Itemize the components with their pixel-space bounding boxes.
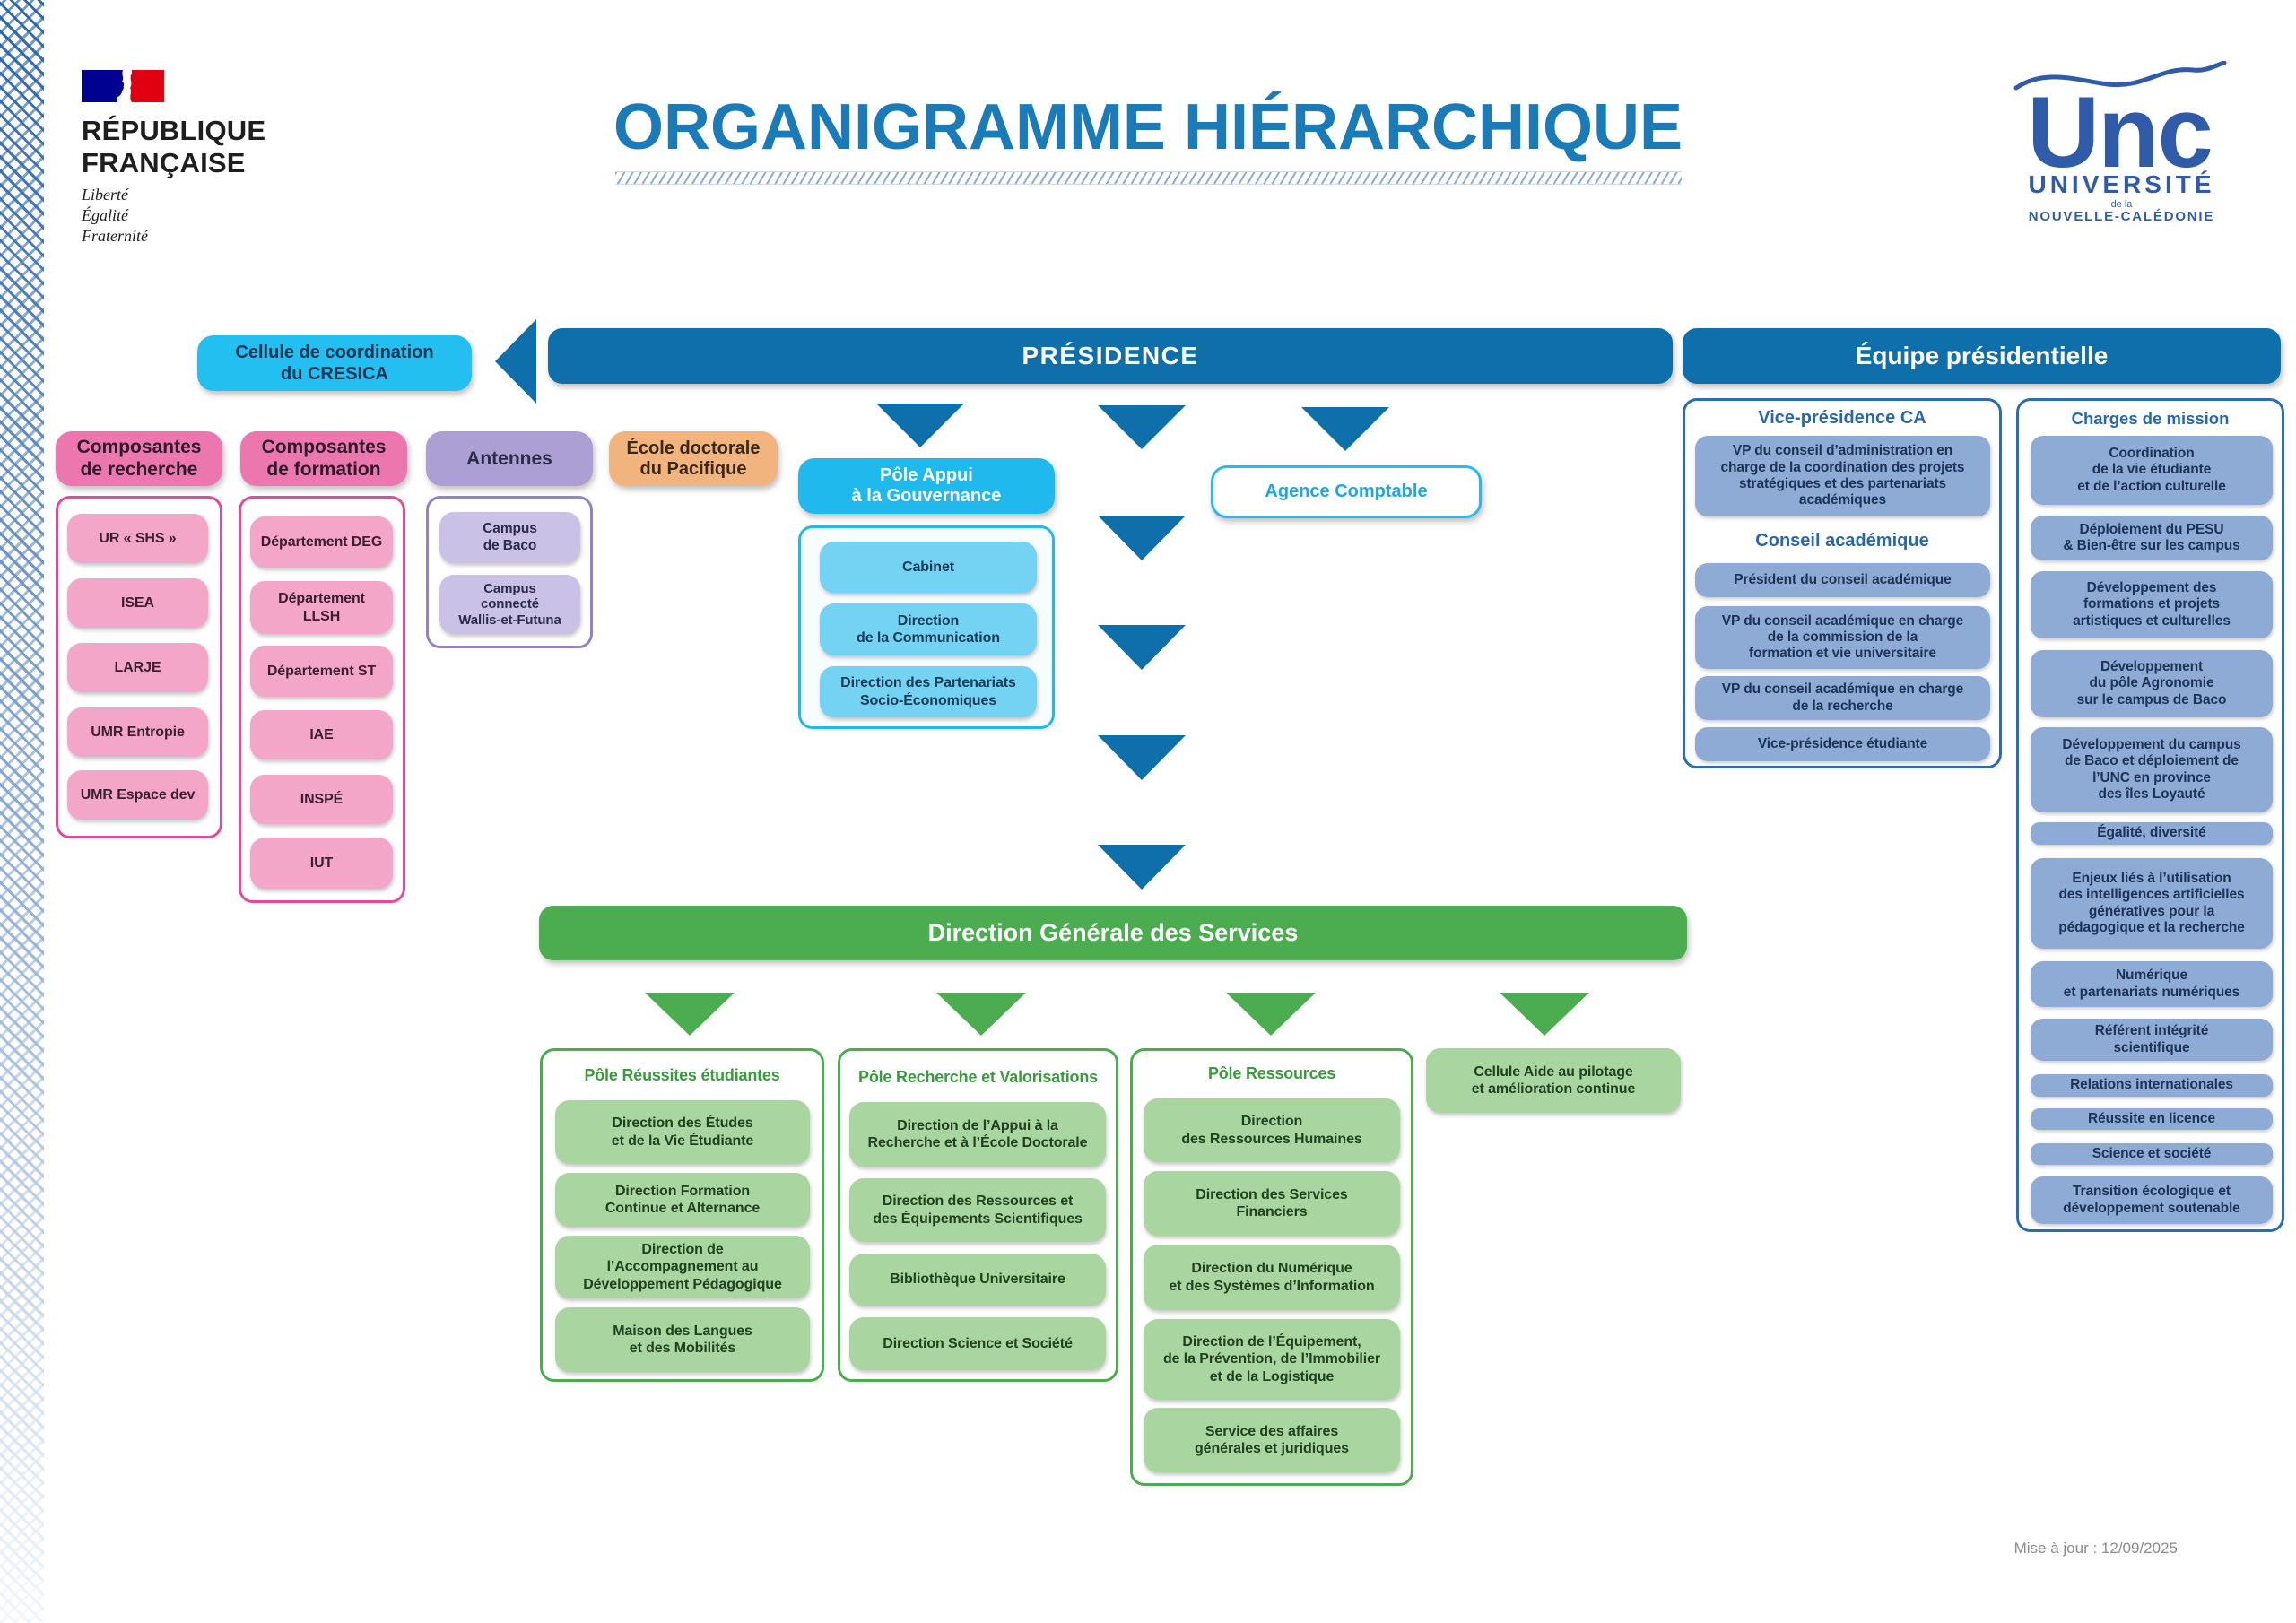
ecole-doctorale-header: École doctorale du Pacifique [609, 431, 778, 486]
charge-mission-item: Numérique et partenariats numériques [2031, 961, 2273, 1007]
conseil-academique-item: Président du conseil académique [1695, 563, 1990, 597]
pole-appui-header: Pôle Appui à la Gouvernance [798, 458, 1055, 514]
pole-item: Direction des Ressources et des Équipeme… [849, 1178, 1106, 1242]
arrow-down-icon [1226, 993, 1316, 1036]
pole-item: Direction de l’Accompagnement au Dévelop… [555, 1236, 810, 1298]
pole-item: Direction de l’Appui à la Recherche et à… [849, 1102, 1106, 1167]
arrow-down-icon [645, 993, 735, 1036]
pole-title: Pôle Ressources [1207, 1064, 1336, 1082]
charge-mission-item: Développement du pôle Agronomie sur le c… [2031, 650, 2273, 717]
equipe-presidentielle-bar: Équipe présidentielle [1683, 328, 2281, 384]
arrow-down-icon [1098, 845, 1186, 890]
charges-de-mission-title: Charges de mission [2071, 409, 2230, 428]
formation-item: IUT [250, 838, 393, 889]
pole-title: Pôle Réussites étudiantes [584, 1066, 780, 1084]
conseil-academique-title: Conseil académique [1755, 531, 1929, 551]
arrow-down-icon [1500, 993, 1589, 1036]
formation-item: IAE [250, 710, 393, 759]
arrow-down-icon [1098, 625, 1186, 670]
rf-motto-liberte: Liberté [82, 186, 128, 204]
conseil-academique-item: Vice-présidence étudiante [1695, 727, 1990, 761]
pole-item: Maison des Langues et des Mobilités [555, 1307, 810, 1372]
agence-comptable-box: Agence Comptable [1211, 465, 1482, 518]
formation-item: Département ST [250, 646, 393, 697]
pole-title: Pôle Recherche et Valorisations [858, 1068, 1098, 1086]
pole-item: Direction de l’Équipement, de la Prévent… [1144, 1319, 1400, 1400]
presidence-bar: PRÉSIDENCE [548, 328, 1673, 384]
unc-logo-lettering: Unc [2027, 76, 2212, 172]
recherche-item: UMR Espace dev [67, 770, 208, 820]
cellule-aide-pilotage-box: Cellule Aide au pilotage et amélioration… [1426, 1048, 1681, 1113]
pole-item: Direction des Ressources Humaines [1144, 1098, 1400, 1162]
unc-logo-name: UNIVERSITÉ [2028, 170, 2215, 198]
pole-item: Direction Formation Continue et Alternan… [555, 1173, 810, 1227]
arrow-down-icon [876, 404, 964, 447]
charge-mission-item: Réussite en licence [2031, 1108, 2273, 1130]
unc-logo-place: NOUVELLE-CALÉDONIE [2028, 209, 2215, 224]
unc-logo: Unc UNIVERSITÉ de la NOUVELLE-CALÉDONIE [2009, 61, 2230, 231]
composantes-recherche-header: Composantes de recherche [56, 431, 222, 486]
charge-mission-item: Transition écologique et développement s… [2031, 1176, 2273, 1224]
unc-logo-of: de la [2110, 199, 2133, 210]
charge-mission-item: Référent intégrité scientifique [2031, 1019, 2273, 1061]
arrow-down-icon [936, 993, 1026, 1036]
recherche-item: UR « SHS » [67, 514, 208, 563]
republique-francaise-logo: RÉPUBLIQUE FRANÇAISE Liberté Égalité Fra… [0, 0, 287, 251]
pole-item: Direction des Services Financiers [1144, 1171, 1400, 1236]
unc-logo-mark: Unc [2013, 61, 2227, 172]
dgs-bar: Direction Générale des Services [539, 906, 1687, 960]
page-title: ORGANIGRAMME HIÉRARCHIQUE [613, 91, 1683, 163]
charge-mission-item: Enjeux liés à l’utilisation des intellig… [2031, 858, 2273, 949]
arrow-down-icon [1098, 735, 1186, 780]
cresica-box: Cellule de coordination du CRESICA [197, 335, 472, 391]
charge-mission-item: Développement des formations et projets … [2031, 571, 2273, 638]
title-underline-decoration [615, 171, 1682, 185]
arrow-left-icon [495, 319, 536, 404]
recherche-item: UMR Entropie [67, 707, 208, 757]
rf-motto-egalite: Égalité [82, 206, 128, 224]
composantes-formation-header: Composantes de formation [240, 431, 407, 486]
charge-mission-item: Coordination de la vie étudiante et de l… [2031, 436, 2273, 505]
arrow-down-icon [1098, 405, 1186, 449]
conseil-academique-item: VP du conseil académique en charge de la… [1695, 606, 1990, 669]
arrow-down-icon [1301, 407, 1389, 451]
update-date: Mise à jour : 12/09/2025 [2013, 1540, 2178, 1557]
pole-item: Service des affaires générales et juridi… [1144, 1408, 1400, 1472]
vice-presidence-item: VP du conseil d’administration en charge… [1695, 436, 1990, 516]
conseil-academique-item: VP du conseil académique en charge de la… [1695, 676, 1990, 720]
pole-appui-item: Direction de la Communication [820, 603, 1037, 655]
pole-item: Direction Science et Société [849, 1317, 1106, 1370]
charge-mission-item: Développement du campus de Baco et déplo… [2031, 727, 2273, 812]
charge-mission-item: Science et société [2031, 1143, 2273, 1165]
charge-mission-item: Égalité, diversité [2031, 822, 2273, 845]
decorative-stripe [0, 0, 44, 1623]
rf-logo-line2: FRANÇAISE [82, 147, 246, 178]
formation-item: INSPÉ [250, 775, 393, 824]
recherche-item: ISEA [67, 578, 208, 628]
recherche-item: LARJE [67, 643, 208, 692]
pole-item: Bibliothèque Universitaire [849, 1254, 1106, 1306]
pole-item: Direction du Numérique et des Systèmes d… [1144, 1245, 1400, 1310]
french-flag-icon [82, 70, 164, 102]
charge-mission-item: Relations internationales [2031, 1074, 2273, 1097]
charge-mission-item: Déploiement du PESU & Bien-être sur les … [2031, 516, 2273, 560]
formation-item: Département LLSH [250, 581, 393, 634]
vice-presidence-ca-title: Vice-présidence CA [1758, 408, 1926, 428]
rf-motto-fraternite: Fraternité [82, 227, 148, 245]
pole-appui-item: Cabinet [820, 542, 1037, 593]
arrow-down-icon [1098, 516, 1186, 560]
pole-appui-item: Direction des Partenariats Socio-Économi… [820, 666, 1037, 717]
antenne-item: Campus de Baco [439, 512, 580, 563]
rf-logo-line1: RÉPUBLIQUE [82, 115, 266, 146]
pole-item: Direction des Études et de la Vie Étudia… [555, 1100, 810, 1164]
antenne-item: Campus connecté Wallis-et-Futuna [439, 575, 580, 634]
formation-item: Département DEG [250, 516, 393, 568]
antennes-header: Antennes [426, 431, 593, 486]
